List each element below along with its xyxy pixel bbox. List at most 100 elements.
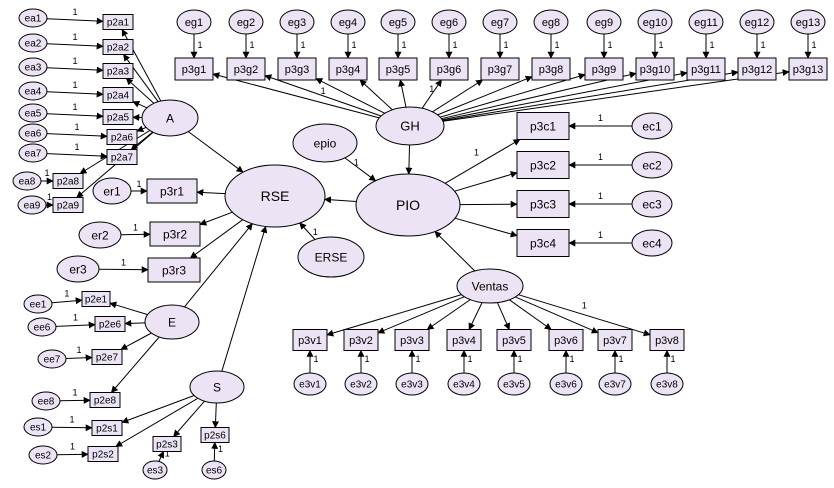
node-S: S <box>189 370 245 404</box>
node-shape <box>142 460 168 480</box>
node-shape <box>144 304 200 340</box>
node-ee7: ee7 <box>37 349 67 369</box>
node-label: p3c2 <box>530 158 556 172</box>
node-p3v6: p3v6 <box>548 329 584 351</box>
node-p2a2: p2a2 <box>102 39 134 55</box>
edge-GH-p3g1 <box>212 72 380 119</box>
edge-PIO-p3c1 <box>444 139 521 184</box>
node-shape <box>686 57 726 81</box>
node-shape <box>293 372 327 396</box>
node-shape <box>516 151 570 179</box>
node-label: eg8 <box>542 17 560 29</box>
edge-A-p2a4 <box>132 100 148 109</box>
node-shape <box>297 236 365 278</box>
edge-ea6-p2a6 <box>46 132 108 140</box>
path-weight-label: 1 <box>503 40 508 50</box>
node-shape <box>631 112 673 140</box>
path-weight-label: 1 <box>64 289 69 299</box>
node-label: ee8 <box>38 397 55 408</box>
node-shape <box>378 57 418 81</box>
node-label: p2a7 <box>111 153 134 164</box>
node-es2: es2 <box>28 445 58 465</box>
node-shape <box>18 103 48 123</box>
path-weight-label: 1 <box>811 40 816 50</box>
node-ERSE: ERSE <box>297 236 365 278</box>
node-ea6: ea6 <box>18 123 48 143</box>
node-label: p2e6 <box>99 320 122 331</box>
node-shape <box>12 171 42 191</box>
edge-es6-p2s6 <box>211 441 219 462</box>
node-shape <box>584 57 624 81</box>
path-weight-label: 1 <box>74 122 79 132</box>
node-p3v5: p3v5 <box>496 329 532 351</box>
edge-Ventas-PIO <box>434 231 476 272</box>
node-eg9: eg9 <box>586 9 622 35</box>
path-weight-label: 1 <box>69 415 74 425</box>
node-label: p3r2 <box>163 227 187 241</box>
node-label: ea2 <box>25 39 42 50</box>
node-eg10: eg10 <box>637 9 673 35</box>
path-weight-label: 1 <box>598 191 603 201</box>
node-ea8: ea8 <box>12 171 42 191</box>
edge-Ventas-p3v2 <box>377 296 465 334</box>
node-label: epio <box>314 136 337 150</box>
node-shape <box>737 57 777 81</box>
edge-S-p2s6 <box>212 402 220 429</box>
node-label: p2a6 <box>111 133 134 144</box>
path-weight-label: 1 <box>133 223 138 233</box>
edge-GH-p3g3 <box>315 78 386 114</box>
edge-Ventas-p3v8 <box>518 294 651 337</box>
node-label: eg3 <box>288 17 306 29</box>
path-weight-label: 1 <box>467 354 472 364</box>
node-p3c1: p3c1 <box>516 112 570 140</box>
node-shape <box>147 257 201 283</box>
node-shape <box>516 229 570 257</box>
node-label: p3g2 <box>234 64 258 76</box>
edge-GH-p3g8 <box>437 75 533 116</box>
node-eg2: eg2 <box>228 9 264 35</box>
edge-E-p2e1 <box>109 301 148 316</box>
node-shape <box>482 9 518 35</box>
node-shape <box>149 221 201 247</box>
edge-GH-PIO <box>405 144 413 175</box>
node-shape <box>228 9 264 35</box>
node-p3g4: p3g4 <box>328 57 368 81</box>
path-weight-label: 1 <box>121 258 126 268</box>
node-label: e3v4 <box>453 380 475 391</box>
path-weight-label: 1 <box>618 354 623 364</box>
node-p2s3: p2s3 <box>152 436 182 452</box>
edge-GH-p3g9 <box>439 73 586 118</box>
node-e3v8: e3v8 <box>650 372 684 396</box>
node-shape <box>497 372 531 396</box>
node-label: ee6 <box>34 323 51 334</box>
node-shape <box>200 427 230 443</box>
node-shape <box>102 109 134 125</box>
node-shape <box>27 317 57 337</box>
node-shape <box>597 329 633 351</box>
node-shape <box>102 14 134 30</box>
node-es1: es1 <box>23 417 53 437</box>
node-shape <box>790 9 826 35</box>
path-weight-label: 1 <box>76 345 81 355</box>
node-A: A <box>141 99 199 137</box>
edge-E-p2e6 <box>124 319 146 327</box>
edge-E-RSE <box>184 223 253 308</box>
node-shape <box>649 329 685 351</box>
node-label: ec2 <box>642 158 662 172</box>
node-label: eg6 <box>440 17 458 29</box>
edge-ee6-p2e6 <box>55 321 96 329</box>
node-label: GH <box>400 119 420 134</box>
node-eg12: eg12 <box>739 9 775 35</box>
node-shape <box>631 190 673 218</box>
node-label: p3g8 <box>539 64 563 76</box>
path-weight-label: 1 <box>415 354 420 364</box>
node-eg13: eg13 <box>790 9 826 35</box>
node-eg4: eg4 <box>330 9 366 35</box>
node-p2s6: p2s6 <box>200 427 230 443</box>
path-weight-label: 1 <box>364 354 369 364</box>
node-label: e3v5 <box>503 380 525 391</box>
node-PIO: PIO <box>355 173 461 237</box>
node-label: p3g6 <box>437 64 461 76</box>
edge-S-p2s2 <box>115 397 199 447</box>
